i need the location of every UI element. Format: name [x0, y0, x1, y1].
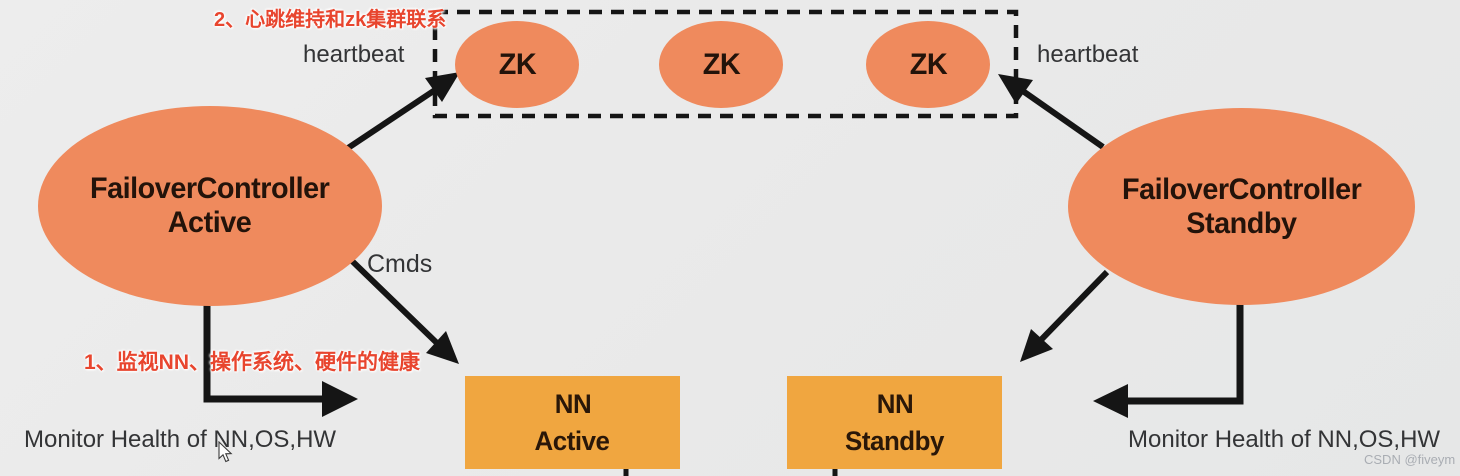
arrow-standby-to-nn	[1020, 269, 1110, 362]
zk-node-2: ZK	[659, 21, 783, 108]
nn-active-label-line1: NN	[554, 389, 591, 420]
nn-standby-label-line2: Standby	[845, 425, 944, 456]
zk-node-3-label: ZK	[909, 47, 947, 81]
nn-active-node: NN Active	[465, 376, 680, 469]
heartbeat-label-left: heartbeat	[303, 41, 405, 68]
nn-standby-node: NN Standby	[787, 376, 1002, 469]
zk-node-1-label: ZK	[498, 47, 536, 81]
zk-node-3: ZK	[866, 21, 990, 108]
zk-node-2-label: ZK	[702, 47, 740, 81]
nn-active-label-line2: Active	[535, 425, 610, 456]
failover-controller-standby-node: FailoverController Standby	[1068, 108, 1415, 305]
fc-active-label-line1: FailoverController	[90, 172, 330, 206]
zk-node-1: ZK	[455, 21, 579, 108]
cmds-label: Cmds	[367, 250, 433, 278]
fc-standby-label-line1: FailoverController	[1121, 172, 1362, 206]
failover-controller-active-node: FailoverController Active	[38, 106, 382, 306]
arrow-heartbeat-right	[998, 74, 1105, 150]
nn-standby-label-line1: NN	[876, 389, 913, 420]
csdn-watermark: CSDN @fiveym	[1364, 452, 1456, 467]
heartbeat-label-right: heartbeat	[1037, 41, 1139, 68]
fc-standby-label-line2: Standby	[1186, 206, 1297, 240]
arrow-heartbeat-left	[346, 72, 460, 151]
arrow-monitor-right	[1093, 303, 1244, 418]
fc-active-label-line2: Active	[168, 206, 252, 239]
annotation-monitor-health: 1、监视NN、操作系统、硬件的健康	[84, 351, 421, 374]
monitor-health-label-left: Monitor Health of NN,OS,HW	[24, 426, 337, 453]
annotation-zk-heartbeat: 2、心跳维持和zk集群联系	[214, 9, 447, 31]
monitor-health-label-right: Monitor Health of NN,OS,HW	[1128, 426, 1441, 453]
